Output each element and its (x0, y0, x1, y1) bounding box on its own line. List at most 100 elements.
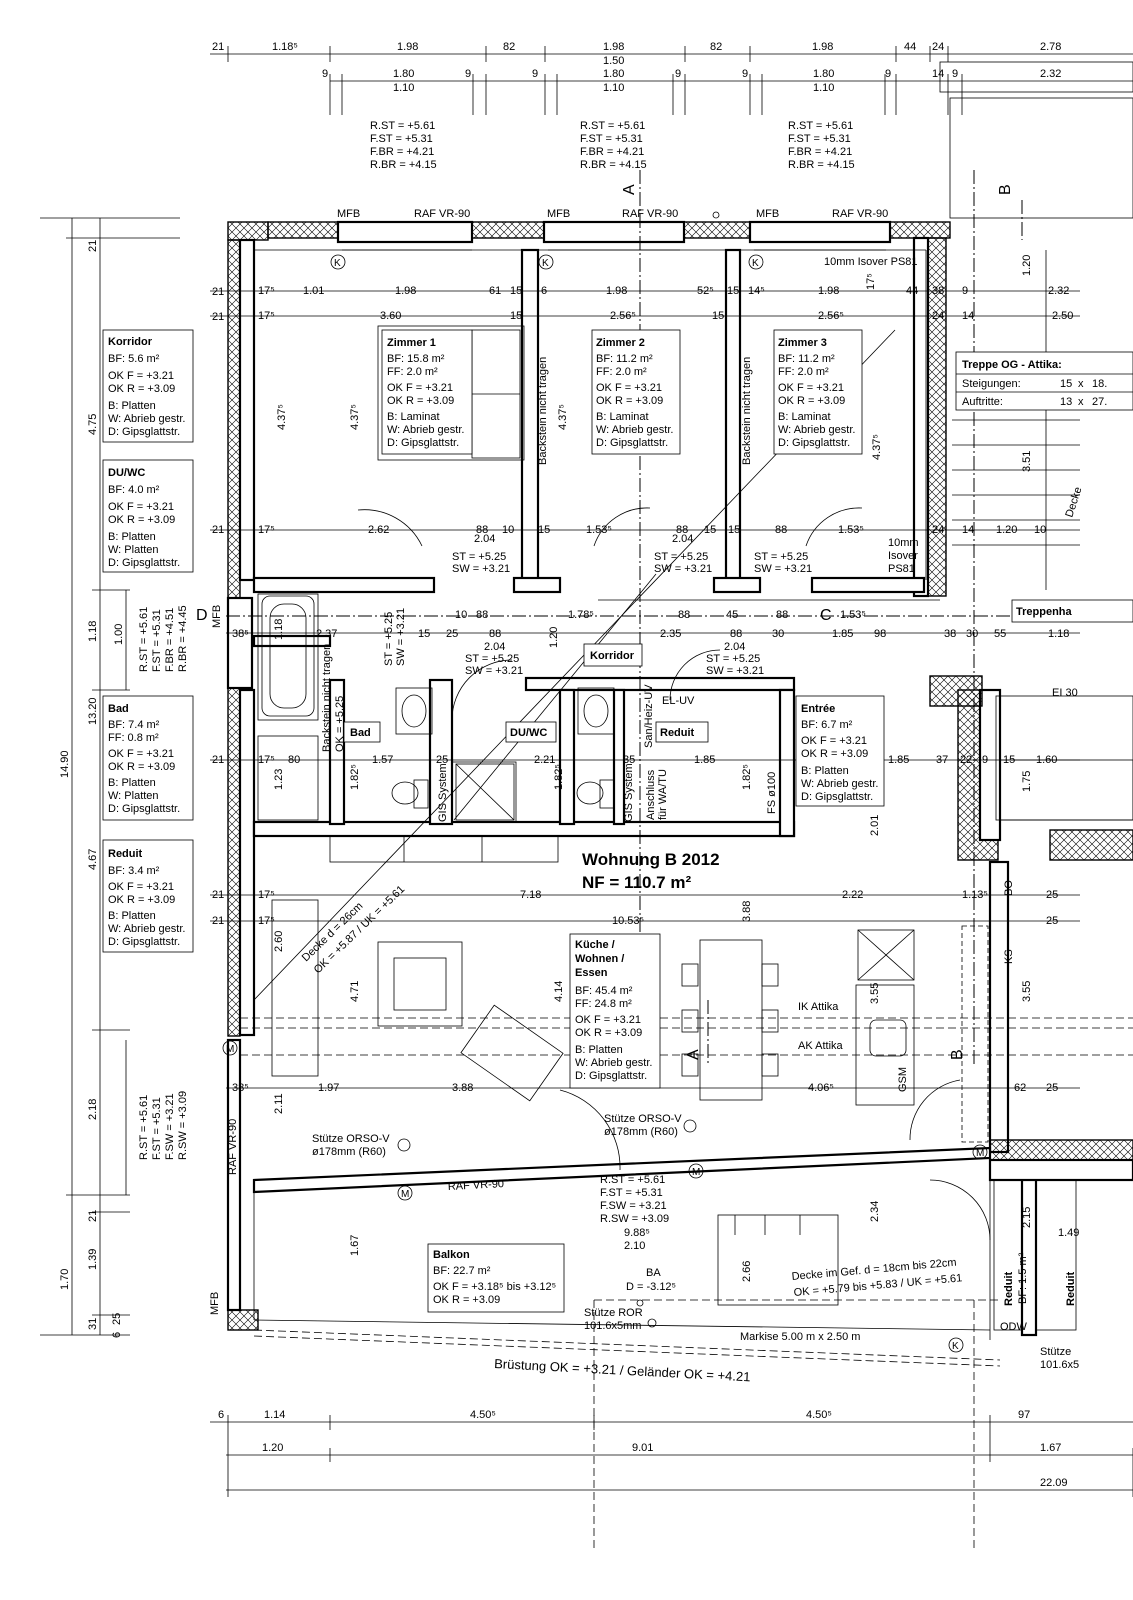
v-22: 3.55 (1021, 981, 1033, 1002)
row-h-5: 25 (1046, 1082, 1058, 1094)
dim-top2-3c: 2.32 (1040, 68, 1061, 80)
v-14: 2.11 (273, 1093, 285, 1114)
entree-l0: BF: 6.7 m² (801, 719, 853, 731)
dim-left-i2: 1.18 (87, 621, 99, 642)
st-5: ST = +5.25 (706, 653, 760, 665)
left-win-l2: F.ST = +5.31 (151, 609, 163, 672)
row-c-1: 17⁵ (258, 524, 275, 536)
room-zimmer2: Zimmer 2 BF: 11.2 m² FF: 2.0 m² OK F = +… (591, 329, 681, 455)
row-d-10: 98 (874, 628, 886, 640)
duwc-l3: B: Platten (108, 531, 156, 543)
row-a-8: 52⁵ (697, 285, 714, 297)
anschluss-1: Anschluss (645, 769, 657, 820)
mid-4: 1.78⁵ (568, 609, 594, 621)
zimmer1-l5: W: Abrieb gestr. (387, 424, 464, 436)
reduit-small-1: Reduit (1003, 1271, 1015, 1306)
stuetze-left-2: ø178mm (R60) (312, 1146, 386, 1158)
fs: FS ø100 (766, 772, 778, 814)
row-g-3: 25 (1046, 915, 1058, 927)
sw-2: SW = +3.21 (654, 563, 712, 575)
reduit-l1: OK F = +3.21 (108, 881, 174, 893)
zimmer1-l1: FF: 2.0 m² (387, 366, 438, 378)
row-d-14: 1.18 (1048, 628, 1069, 640)
bottom-r3-0: 22.09 (1040, 1477, 1068, 1489)
kueche-l4: B: Platten (575, 1044, 623, 1056)
bad-l3: OK R = +3.09 (108, 761, 175, 773)
bad-title: Bad (108, 703, 129, 715)
dim-top-2: 1.98 (397, 41, 418, 53)
row-c-4: 10 (502, 524, 514, 536)
dim-top2-1a: 9 (532, 68, 538, 80)
room-kueche: Küche / Wohnen / Essen BF: 45.4 m² FF: 2… (569, 933, 661, 1089)
apartment-area: NF = 110.7 m² (582, 873, 691, 892)
row-g-2: 10.53⁵ (612, 915, 644, 927)
row-d-11: 38 (944, 628, 956, 640)
reduit-l2: OK R = +3.09 (108, 894, 175, 906)
row-e-12: 15 (1003, 754, 1015, 766)
axis-markers: A B A B C D (196, 184, 1014, 1060)
row-a-6: 6 (541, 285, 547, 297)
row-f-2: 7.18 (520, 889, 541, 901)
dim-left-i3: 4.67 (87, 849, 99, 870)
stuetze-mid-1: Stütze ORSO-V (604, 1113, 682, 1125)
left-win2-l3: F.SW = +3.21 (164, 1093, 176, 1160)
row-h-0: 38⁵ (232, 1082, 249, 1094)
row-e-6: 35 (623, 754, 635, 766)
entree-l4: W: Abrieb gestr. (801, 778, 878, 790)
bad-l6: D: Gipsglattstr. (108, 803, 180, 815)
window-note-1-l3: F.BR = +4.21 (370, 146, 434, 158)
row-b-7: 24 (932, 310, 944, 322)
bottom-r2-2: 1.67 (1040, 1442, 1061, 1454)
zimmer2-l2: OK F = +3.21 (596, 382, 662, 394)
row-c-15: 10 (1034, 524, 1046, 536)
stair-r0c1: 15 (1060, 378, 1072, 390)
korridor-l2: OK R = +3.09 (108, 383, 175, 395)
bottom-r1-0: 6 (218, 1409, 224, 1421)
v-24: 1.49 (1058, 1227, 1079, 1239)
reduit-box (102, 839, 194, 953)
room-zimmer1: Zimmer 1 BF: 15.8 m² FF: 2.0 m² OK F = +… (381, 329, 473, 455)
row-d-4: 88 (489, 628, 501, 640)
row-c-0: 21 (212, 524, 224, 536)
row-e-3: 1.57 (372, 754, 393, 766)
san-uv: San/Heiz-UV (643, 684, 655, 748)
window-note-3-l1: R.ST = +5.61 (788, 120, 853, 132)
marker-m3: M (692, 1167, 700, 1178)
row-e-1: 17⁵ (258, 754, 275, 766)
isover-side-3: PS81 (888, 563, 915, 575)
st-1: ST = +5.25 (452, 551, 506, 563)
mid-10: 88 (476, 609, 488, 621)
row-b-8: 14 (962, 310, 974, 322)
row-b-5: 15 (712, 310, 724, 322)
left-win-l3: F.BR = +4.51 (164, 608, 176, 672)
kueche-l2: OK F = +3.21 (575, 1014, 641, 1026)
row-a-9: 15 (727, 285, 739, 297)
dim-top-3: 82 (503, 41, 515, 53)
v-20: 1.20 (1021, 255, 1033, 276)
balc-win-l0: R.ST = +5.61 (600, 1174, 665, 1186)
marker-m4: M (976, 1148, 984, 1159)
row-f-5: 25 (1046, 889, 1058, 901)
dim-left-i8: 31 (87, 1318, 99, 1330)
korridor-l5: D: Gipsglattstr. (108, 426, 180, 438)
marker-k2: K (542, 258, 549, 269)
window-note-1-l4: R.BR = +4.15 (370, 159, 437, 171)
mfb-left-bottom: MFB (209, 1292, 221, 1315)
stair-r0c2: x (1078, 378, 1084, 390)
v-5: 1.82⁵ (349, 764, 361, 790)
duwc-l5: D: Gipsglattstr. (108, 557, 180, 569)
row-a-1: 17⁵ (258, 285, 275, 297)
ak-attika: AK Attika (798, 1040, 844, 1052)
row-g-0: 21 (212, 915, 224, 927)
dim-left-total: 14.90 (59, 750, 71, 778)
zimmer1-l3: OK R = +3.09 (387, 395, 454, 407)
kueche-title-2: Wohnen / (575, 953, 624, 965)
dim-top2-2b: 1.80 (813, 68, 834, 80)
st-2: ST = +5.25 (654, 551, 708, 563)
apartment-title: Wohnung B 2012 NF = 110.7 m² (582, 850, 720, 892)
v-19: 3.51 (1021, 451, 1033, 472)
bad-l4: B: Platten (108, 777, 156, 789)
markers: K K K K M M M M (222, 254, 988, 1353)
entree-l5: D: Gipsglattstr. (801, 791, 873, 803)
bad-l2: OK F = +3.21 (108, 748, 174, 760)
